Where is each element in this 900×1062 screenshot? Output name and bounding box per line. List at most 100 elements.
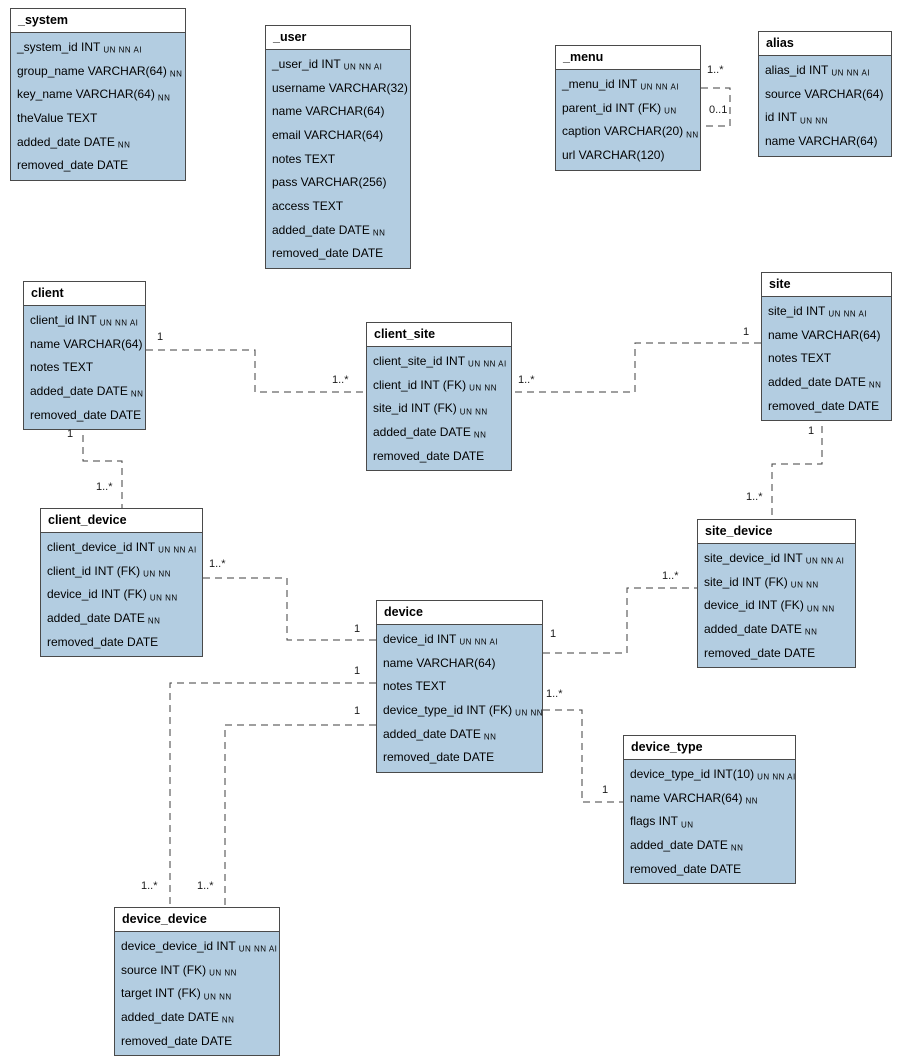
table-field[interactable]: source VARCHAR(64) [759, 82, 891, 106]
field-text: device_id INT (FK) [47, 587, 147, 602]
cardinality-label: 1..* [141, 880, 158, 892]
table-field[interactable]: device_type_id INT(10)UN NN AI [624, 762, 795, 786]
relationship-line-device_to_device_device_source[interactable] [169, 682, 376, 907]
relationship-line-client_device_to_device[interactable] [203, 577, 376, 641]
table-field[interactable]: removed_date DATE [698, 641, 855, 665]
table-field[interactable]: group_name VARCHAR(64)NN [11, 59, 185, 83]
table-field[interactable]: site_id INT (FK)UN NN [698, 570, 855, 594]
field-text: site_id INT (FK) [373, 401, 457, 416]
table-field[interactable]: url VARCHAR(120) [556, 143, 700, 167]
table-field[interactable]: removed_date DATE [24, 403, 145, 427]
field-text: added_date DATE [373, 424, 471, 439]
table-field[interactable]: pass VARCHAR(256) [266, 170, 410, 194]
table-field[interactable]: client_id INT (FK)UN NN [367, 373, 511, 397]
table-field[interactable]: name VARCHAR(64)NN [624, 786, 795, 810]
table-field[interactable]: email VARCHAR(64) [266, 123, 410, 147]
table-field[interactable]: username VARCHAR(32) [266, 76, 410, 100]
table-field[interactable]: notes TEXT [762, 346, 891, 370]
relationship-line-client_to_client_site[interactable] [146, 349, 366, 393]
field-text: _system_id INT [17, 39, 101, 54]
table-field[interactable]: name VARCHAR(64) [759, 129, 891, 153]
field-text: key_name VARCHAR(64) [17, 87, 155, 102]
table-field[interactable]: removed_date DATE [11, 153, 185, 177]
table-field[interactable]: removed_date DATE [367, 444, 511, 468]
field-flags: NN [372, 228, 386, 238]
table-field[interactable]: theValue TEXT [11, 106, 185, 130]
relationship-line-menu_self_reference[interactable] [701, 87, 731, 127]
table-field[interactable]: client_id INT (FK)UN NN [41, 559, 202, 583]
table-field[interactable]: device_id INT (FK)UN NN [698, 593, 855, 617]
table-field[interactable]: removed_date DATE [266, 242, 410, 266]
table-field[interactable]: removed_date DATE [377, 745, 542, 769]
table-field[interactable]: source INT (FK)UN NN [115, 958, 279, 982]
field-text: caption VARCHAR(20) [562, 124, 684, 139]
table-field[interactable]: name VARCHAR(64) [24, 332, 145, 356]
table-field[interactable]: removed_date DATE [41, 630, 202, 654]
relationship-line-site_to_client_site[interactable] [512, 342, 761, 393]
table-field[interactable]: removed_date DATE [115, 1029, 279, 1053]
table-field[interactable]: device_type_id INT (FK)UN NN [377, 698, 543, 722]
relationship-line-client_to_client_device[interactable] [82, 423, 123, 508]
table-field[interactable]: target INT (FK)UN NN [115, 981, 279, 1005]
table-field[interactable]: name VARCHAR(64) [377, 651, 542, 675]
field-text: name VARCHAR(64) [383, 655, 496, 670]
table-field[interactable]: device_id INT (FK)UN NN [41, 582, 202, 606]
field-flags: UN [681, 820, 694, 830]
table-field[interactable]: name VARCHAR(64) [762, 323, 891, 347]
relationship-line-device_to_device_type[interactable] [543, 709, 623, 803]
table-field[interactable]: caption VARCHAR(20)NN [556, 119, 700, 143]
table-field[interactable]: removed_date DATE [762, 394, 891, 418]
table-field[interactable]: name VARCHAR(64) [266, 99, 410, 123]
table-field[interactable]: key_name VARCHAR(64)NN [11, 82, 185, 106]
table-field[interactable]: removed_date DATE [624, 857, 795, 881]
table-field[interactable]: access TEXT [266, 194, 410, 218]
table-field[interactable]: notes TEXT [24, 355, 145, 379]
table-field[interactable]: site_id INT (FK)UN NN [367, 396, 511, 420]
cardinality-label: 1..* [209, 558, 226, 570]
relationship-line-site_to_site_device[interactable] [771, 414, 823, 519]
relationship-line-device_to_site_device[interactable] [543, 587, 697, 654]
table-field[interactable]: notes TEXT [266, 147, 410, 171]
table-field[interactable]: notes TEXT [377, 674, 542, 698]
relationship-line-device_to_device_device_target[interactable] [224, 724, 376, 907]
table-field[interactable]: parent_id INT (FK)UN [556, 96, 700, 120]
